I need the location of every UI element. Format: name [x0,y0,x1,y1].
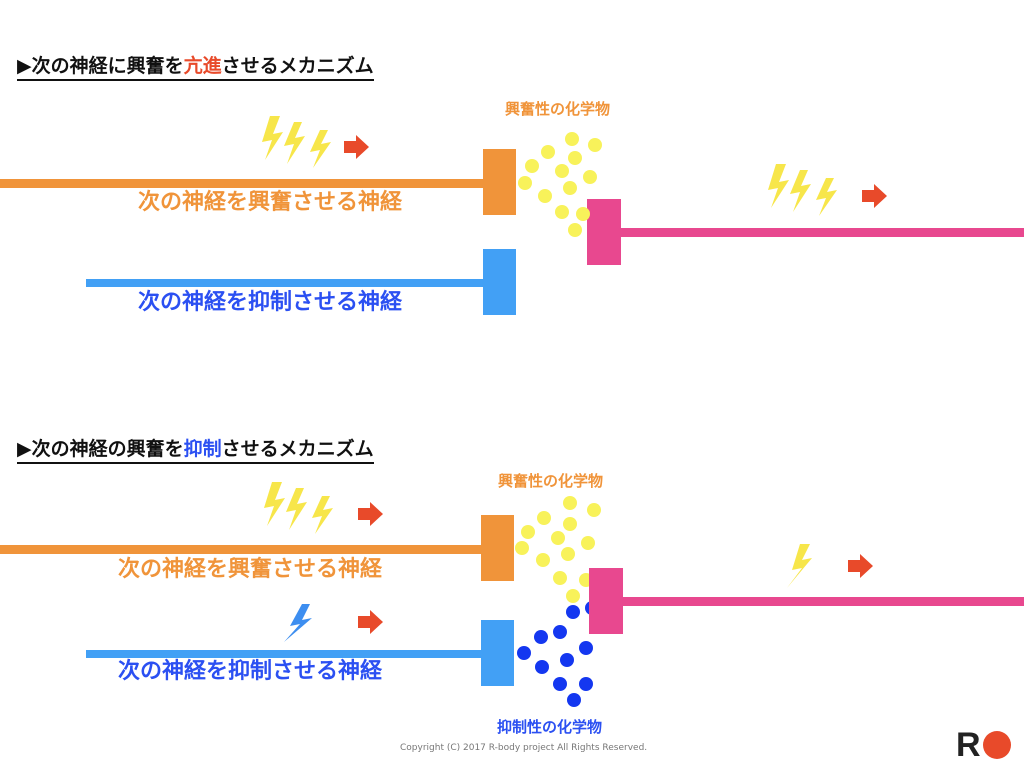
section-2-target-terminal [589,568,623,634]
section-2-excitatory-axon [0,545,484,554]
section-1-target-axon [619,228,1024,237]
section-2-target-axon [621,597,1024,606]
section-2-excitatory-arrow-icon [358,502,383,526]
logo-dot-icon [982,731,1011,759]
section-2-inhibitory-terminal [481,620,514,686]
section-2-excitatory-chemical-label: 興奮性の化学物 [498,472,604,490]
section-1-target-arrow-icon [862,184,887,208]
copyright-notice: Copyright (C) 2017 R-body project All Ri… [400,743,648,753]
logo-letter: R [956,726,981,764]
section-1-heading-highlight: 亢進 [183,55,222,77]
section-1-inhibitory-axon [86,279,486,287]
section-1-heading-suffix: させるメカニズム [221,55,374,77]
section-2-excitatory-nerve-label: 次の神経を興奮させる神経 [118,557,383,582]
section-1-excitatory-terminal [483,149,516,215]
section-2-excitatory-lightning-icon [264,482,333,534]
section-1-heading-prefix: ▶次の神経に興奮を [17,55,184,77]
section-1-arrow-icon [344,135,369,159]
section-1-inhibitory-terminal [483,249,516,315]
section-2-inhibitory-chemical-label: 抑制性の化学物 [497,718,603,736]
section-1-signals [262,116,887,237]
section-2-heading-suffix: させるメカニズム [221,438,374,460]
section-1-heading: ▶次の神経に興奮を亢進させるメカニズム [17,54,374,81]
section-2-target-arrow-icon [848,554,873,578]
section-1-excitatory-chemical-label: 興奮性の化学物 [505,100,611,118]
section-2-inhibitory-nerve-label: 次の神経を抑制させる神経 [118,659,383,684]
section-2-heading: ▶次の神経の興奮を抑制させるメカニズム [17,437,374,464]
section-1-excitatory-lightning-icon [262,116,331,168]
section-1-target-terminal [587,199,621,265]
brand-logo: R [956,728,1011,762]
section-1-excitatory-chemicals [518,132,602,237]
section-1-excitatory-axon [0,179,486,188]
section-2-inhibitory-chemicals [517,601,599,707]
section-1-excitatory-nerve-label: 次の神経を興奮させる神経 [138,190,403,215]
section-2-excitatory-terminal [481,515,514,581]
section-1-inhibitory-nerve-label: 次の神経を抑制させる神経 [138,290,403,315]
section-2-inhibitory-lightning-icon [284,604,312,642]
section-1-target-lightning-icon [768,164,837,216]
section-2-inhibitory-arrow-icon [358,610,383,634]
section-2-target-lightning-icon [787,544,812,588]
section-2-heading-highlight: 抑制 [183,438,222,460]
section-2-heading-prefix: ▶次の神経の興奮を [17,438,184,460]
section-2-inhibitory-axon [86,650,484,658]
